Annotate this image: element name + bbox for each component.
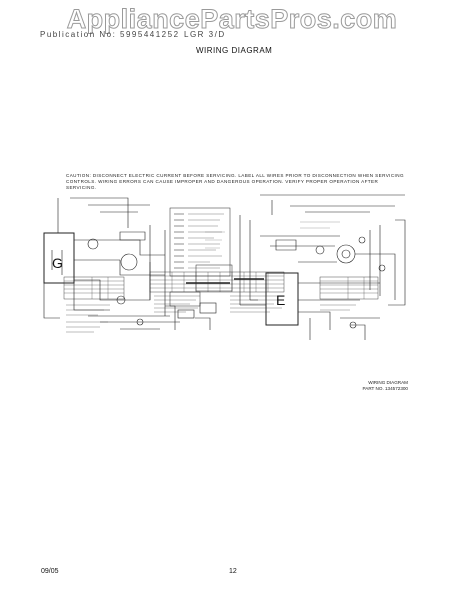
publication-number: Publication No: 5995441252 [40, 30, 180, 39]
chart-table-left [63, 276, 125, 300]
electric-dryer-label: E [276, 292, 285, 308]
gas-dryer-label: G [52, 255, 63, 271]
gas-dryer-schematic [43, 197, 180, 330]
legend-box [169, 207, 231, 277]
model-label: LGR 3/D [184, 30, 226, 39]
wiring-diagram-part-label: WIRING DIAGRAM PART NO. 134572300 [348, 380, 408, 392]
cycle-chart [149, 271, 285, 293]
page-number: 12 [229, 568, 237, 575]
part-number: PART NO. 134572300 [362, 386, 408, 391]
chart-table-right [319, 276, 379, 300]
wiring-diagram-caption: WIRING DIAGRAM [368, 380, 408, 385]
caution-text: CAUTION: DISCONNECT ELECTRIC CURRENT BEF… [66, 173, 404, 190]
page-title: WIRING DIAGRAM [196, 46, 273, 55]
electric-dryer-schematic [239, 194, 406, 340]
watermark-logo: AppliancePartsPros.com [66, 4, 398, 35]
footer-date: 09/05 [41, 568, 59, 575]
